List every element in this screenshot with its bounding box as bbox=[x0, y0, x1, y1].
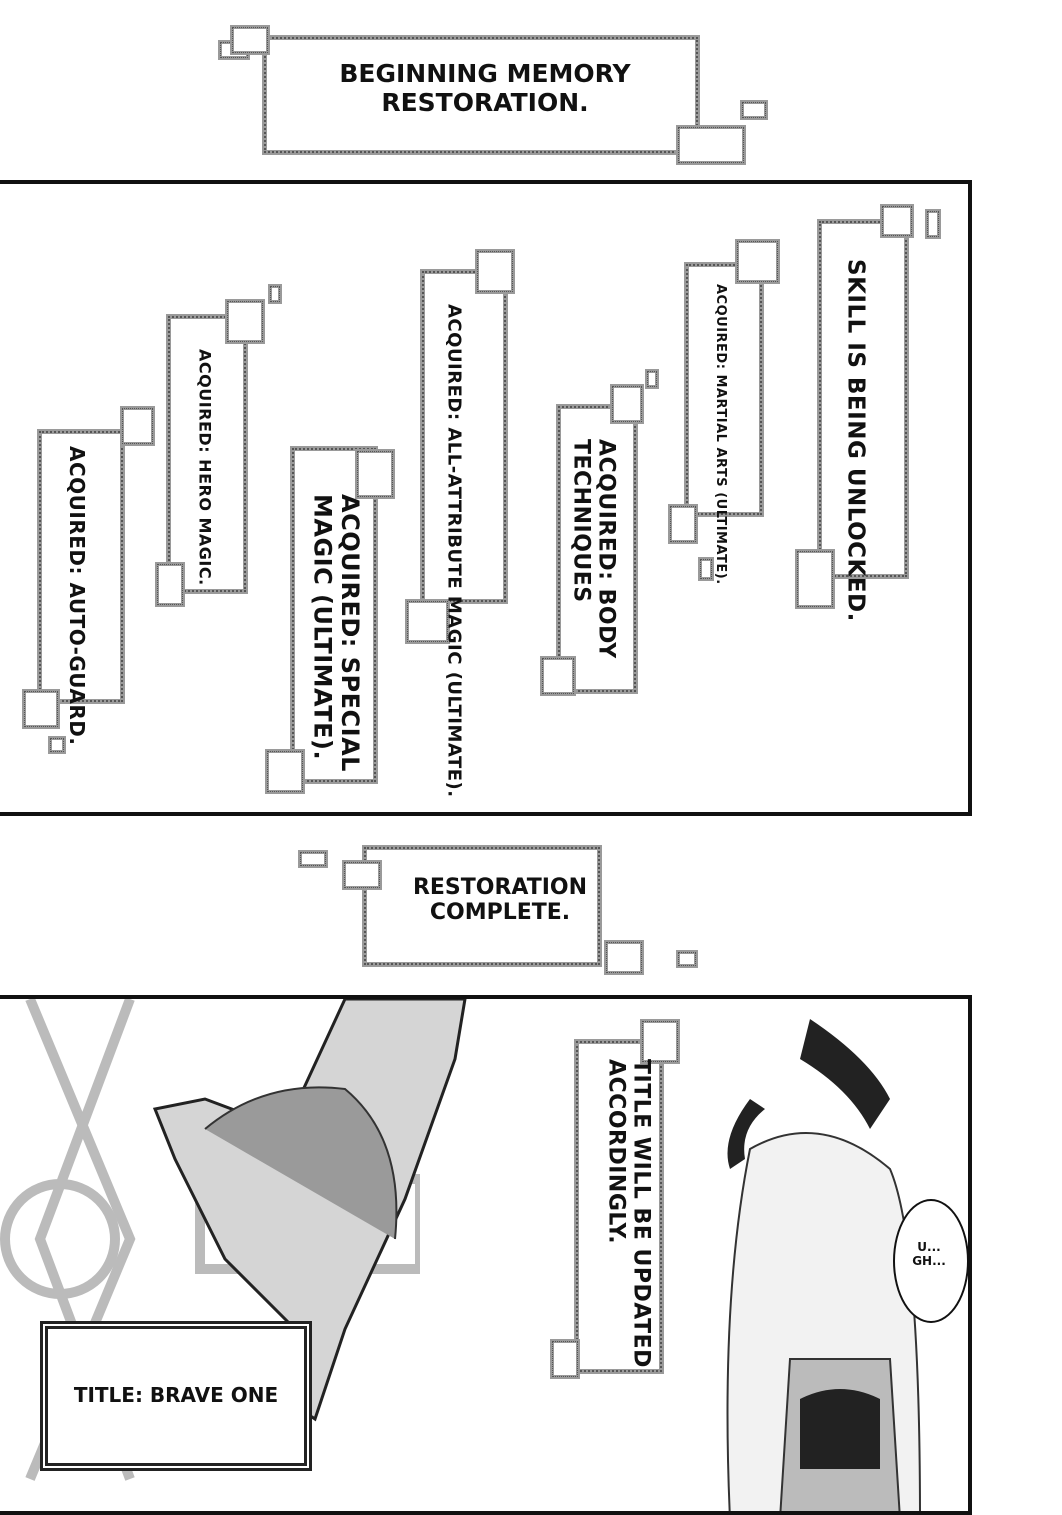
message-skill-unlocked: SKILL IS BEING UNLOCKED. bbox=[842, 259, 869, 622]
speech-bubble bbox=[893, 1199, 968, 1323]
girl-character-illustration bbox=[726, 1019, 921, 1511]
message-box bbox=[556, 404, 638, 694]
decor-square bbox=[298, 850, 328, 868]
decor-square bbox=[225, 299, 265, 344]
title-brave-one: TITLE: BRAVE ONE bbox=[73, 1383, 279, 1407]
speech-ugh: U... GH... bbox=[912, 1240, 946, 1268]
message-body-techniques: ACQUIRED: BODY TECHNIQUES bbox=[568, 439, 619, 659]
decor-square bbox=[48, 736, 66, 754]
decor-square bbox=[645, 369, 659, 389]
decor-square bbox=[698, 557, 714, 581]
decor-square bbox=[155, 562, 185, 607]
decor-square bbox=[540, 656, 576, 696]
decor-square bbox=[268, 284, 282, 304]
decor-square bbox=[342, 860, 382, 890]
message-all-attribute-magic: ACQUIRED: ALL-ATTRIBUTE MAGIC (ULTIMATE)… bbox=[443, 304, 465, 798]
panel-title-update: TITLE WILL BE UPDATED ACCORDINGLY. U... … bbox=[0, 995, 972, 1515]
decor-square bbox=[925, 209, 941, 239]
decor-square bbox=[22, 689, 60, 729]
message-title-updated: TITLE WILL BE UPDATED ACCORDINGLY. bbox=[603, 1059, 654, 1368]
decor-square bbox=[355, 449, 395, 499]
decor-square bbox=[475, 249, 515, 294]
message-box bbox=[817, 219, 909, 579]
caption-box-beginning bbox=[262, 35, 700, 155]
message-box bbox=[290, 446, 378, 784]
decor-square bbox=[676, 125, 746, 165]
decor-square bbox=[230, 25, 270, 55]
message-box bbox=[166, 314, 248, 594]
message-box bbox=[420, 269, 508, 604]
decor-square bbox=[405, 599, 450, 644]
decor-square bbox=[120, 406, 155, 446]
message-special-magic: ACQUIRED: SPECIAL MAGIC (ULTIMATE). bbox=[308, 494, 365, 772]
panel-skills: SKILL IS BEING UNLOCKED. ACQUIRED: MARTI… bbox=[0, 180, 972, 816]
caption-beginning-memory-restoration: BEGINNING MEMORY RESTORATION. bbox=[339, 59, 631, 117]
decor-square bbox=[610, 384, 644, 424]
message-box bbox=[684, 262, 764, 517]
message-martial-arts: ACQUIRED: MARTIAL ARTS (ULTIMATE). bbox=[712, 284, 728, 585]
decor-square bbox=[550, 1339, 580, 1379]
title-box bbox=[40, 1321, 312, 1471]
decor-square bbox=[640, 1019, 680, 1064]
message-hero-magic: ACQUIRED: HERO MAGIC. bbox=[195, 349, 215, 586]
caption-box-restoration-complete bbox=[362, 845, 602, 967]
message-box bbox=[37, 429, 125, 704]
decor-square bbox=[795, 549, 835, 609]
decor-square bbox=[880, 204, 914, 238]
message-auto-guard: ACQUIRED: AUTO-GUARD. bbox=[65, 446, 89, 746]
decor-square bbox=[740, 100, 768, 120]
message-box bbox=[574, 1039, 664, 1374]
decor-square bbox=[265, 749, 305, 794]
caption-restoration-complete: RESTORATION COMPLETE. bbox=[412, 875, 588, 926]
decor-square bbox=[676, 950, 698, 968]
decor-square bbox=[735, 239, 780, 284]
decor-square bbox=[604, 940, 644, 975]
decor-square bbox=[668, 504, 698, 544]
